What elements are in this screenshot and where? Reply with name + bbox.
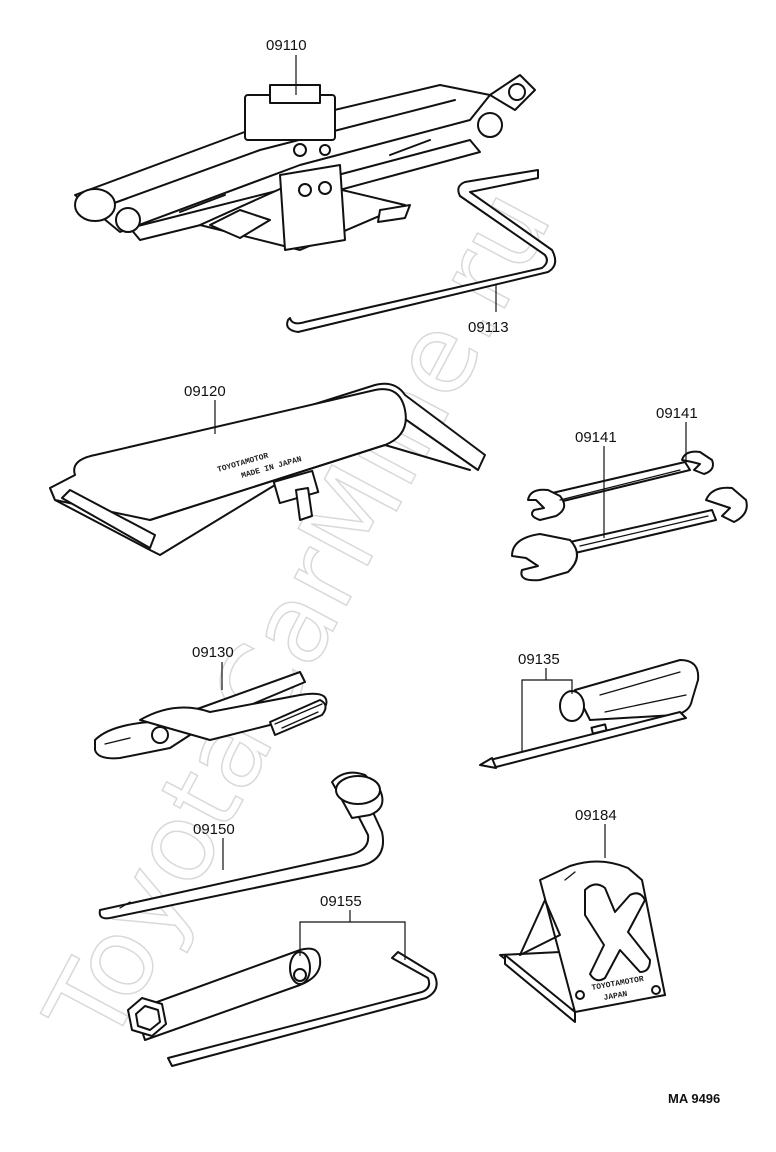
- part-number-jack: 09110: [266, 37, 307, 54]
- extension-bar-illustration: [167, 951, 438, 1067]
- scissor-jack-illustration: [74, 74, 536, 251]
- part-number-plug-wrench: 09155: [320, 893, 362, 910]
- part-number-wheel-chock: 09184: [575, 807, 617, 824]
- part-number-lug-wrench: 09150: [193, 821, 235, 838]
- pliers-illustration: [94, 671, 328, 760]
- diagram-code: MA 9496: [668, 1091, 720, 1106]
- tool-bag-illustration: [49, 382, 486, 556]
- lug-wrench-illustration: [98, 771, 384, 920]
- wheel-chock-illustration: [499, 860, 666, 1023]
- jack-handle-illustration: [286, 169, 557, 333]
- chock-stamp-line2: JAPAN: [603, 990, 628, 1003]
- part-number-pliers: 09130: [192, 644, 234, 661]
- watermark: ToyotaCarMine.ru: [22, 170, 576, 1063]
- part-number-tool-bag: 09120: [184, 383, 226, 400]
- wrench-small-illustration: [527, 450, 714, 521]
- part-number-screwdriver: 09135: [518, 651, 560, 668]
- part-number-jack-handle: 09113: [468, 319, 509, 336]
- screwdriver-bit-illustration: [479, 711, 687, 769]
- wrench-large-illustration: [511, 486, 748, 582]
- part-number-wrench-large: 09141: [575, 429, 617, 446]
- plug-wrench-illustration: [127, 947, 322, 1041]
- part-number-wrench-small: 09141: [656, 405, 698, 422]
